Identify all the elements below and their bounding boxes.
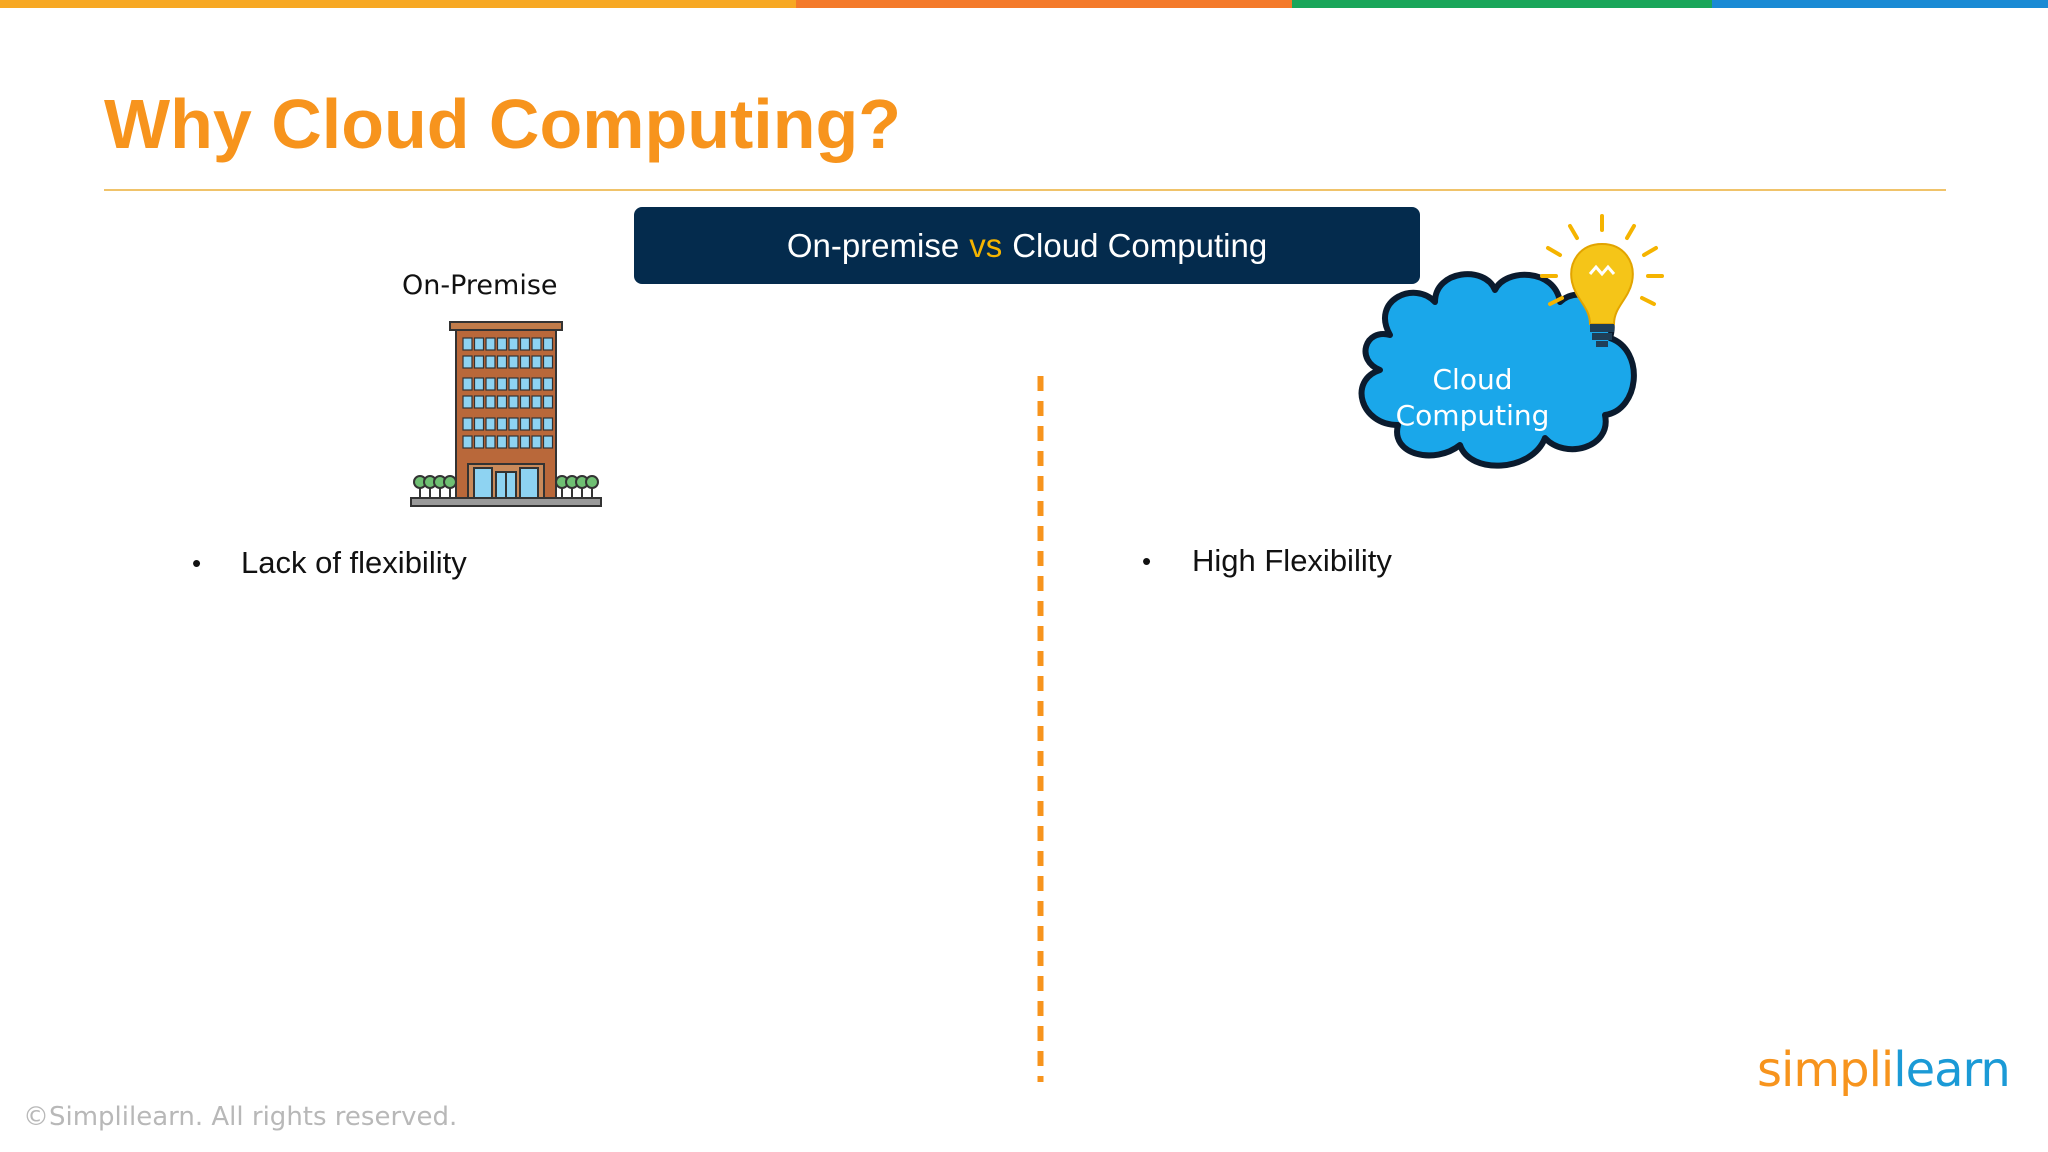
top-bar-segment-green <box>1292 0 1712 8</box>
on-premise-bullet-marker: • <box>192 548 202 578</box>
logo-text-i: i <box>1880 1042 1894 1098</box>
top-bar-segment-blue <box>1712 0 2048 8</box>
cloud-label-line2: Computing <box>1395 399 1550 432</box>
top-bar-segment-yellow <box>0 0 796 8</box>
comparison-banner: On-premise vs Cloud Computing <box>634 207 1420 284</box>
cloud-icon <box>1358 271 1637 469</box>
office-building-icon <box>410 321 602 507</box>
simplilearn-logo: simplilearn <box>1757 1042 2011 1098</box>
slide-title: Why Cloud Computing? <box>104 85 902 163</box>
cloud-bullet-1: High Flexibility <box>1192 543 1392 578</box>
logo-text-learn: learn <box>1893 1042 2011 1098</box>
banner-left-text: On-premise <box>786 226 960 264</box>
top-color-bar <box>0 0 2048 8</box>
on-premise-bullet-1: Lack of flexibility <box>241 545 467 580</box>
banner-vs-text: vs <box>969 226 1003 264</box>
banner-right-text: Cloud Computing <box>1012 226 1268 264</box>
copyright-text: ©Simplilearn. All rights reserved. <box>23 1102 458 1132</box>
title-divider <box>104 189 1946 191</box>
column-divider <box>1037 376 1044 1082</box>
top-bar-segment-orange <box>796 0 1292 8</box>
logo-text-simpl: simpl <box>1757 1042 1882 1098</box>
cloud-label: Cloud Computing <box>1350 362 1595 434</box>
cloud-label-line1: Cloud <box>1432 363 1513 396</box>
lightbulb-icon <box>1540 214 1664 347</box>
cloud-bullet-marker: • <box>1142 546 1152 576</box>
on-premise-label: On-Premise <box>402 270 558 301</box>
